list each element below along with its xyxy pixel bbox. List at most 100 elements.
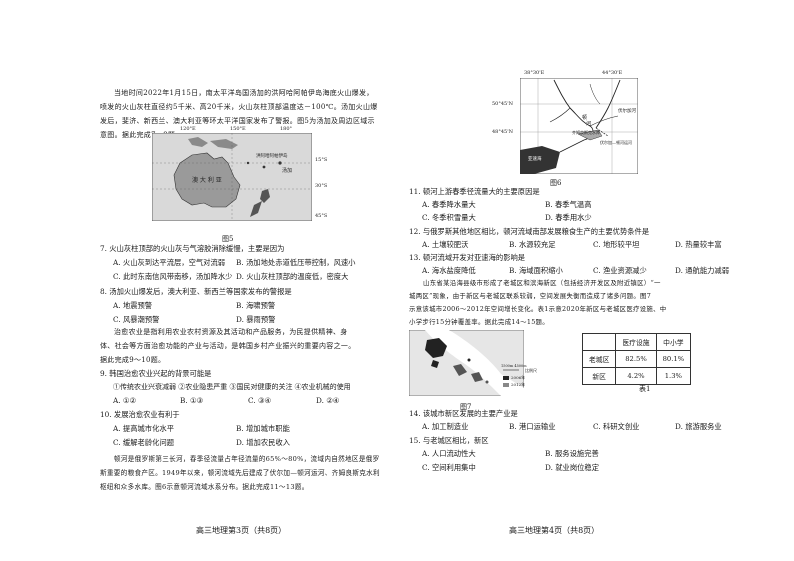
figure-7-caption: 图7: [460, 403, 472, 411]
don-label: 顿: [582, 115, 588, 121]
table-1-caption: 表1: [639, 385, 651, 393]
question-13-stem: 13. 顿河流域开发对亚速海的影响是: [409, 253, 526, 262]
q13-option-d: D. 通航能力减弱: [675, 266, 730, 275]
q10-option-b: B. 增加城市职能: [236, 424, 290, 433]
q9-option-c: C. ③④: [248, 396, 272, 405]
table-row: 新区 4.2% 1.3%: [581, 367, 692, 385]
question-15-stem: 15. 与老城区相比，新区: [409, 436, 489, 445]
table-header-empty: [581, 333, 617, 351]
sea-label: 亚速海: [528, 157, 542, 162]
page-4-footer: 高三地理第4页（共8页）: [509, 526, 600, 535]
lat-label-48n: 48°45'N: [492, 129, 513, 135]
q9-items: ①传统农业兴衰减弱 ②农业隐患严重 ③国民对健康的关注 ④农业机械的使用: [113, 383, 351, 391]
q15-option-c: C. 空间利用集中: [422, 463, 476, 472]
question-14-stem: 14. 该城市新区发展的主要产业是: [409, 409, 518, 418]
q7-option-d: D. 火山灰柱顶部的温度低，密度大: [236, 272, 349, 281]
figure-5-map: 120°E 150°E 180° 15°S 30°S 45°S 澳 大 利 亚 …: [151, 126, 327, 222]
scale-label: 比例尺: [525, 368, 537, 373]
lat-label-30s: 30°S: [315, 183, 328, 189]
q7-option-c: C. 此时东南信风带南移，汤加降水少: [113, 272, 233, 281]
coverage-table: 医疗设施 中小学 老城区 82.5% 80.1% 新区 4.2% 1.3%: [581, 333, 692, 385]
lat-label-15s: 15°S: [315, 157, 328, 163]
q14-option-c: C. 科研文创业: [593, 422, 640, 431]
q15-option-d: D. 就业岗位稳定: [545, 463, 600, 472]
page-3-footer: 高三地理第3页（共8页）: [196, 526, 287, 535]
don-river-map: [519, 77, 639, 175]
q9-option-d: D. ②④: [316, 396, 340, 405]
table-header-school: 中小学: [655, 333, 692, 351]
q14-option-d: D. 旅游服务业: [675, 422, 722, 431]
q11-option-d: D. 春季用水少: [545, 213, 592, 222]
tonga-map: [151, 132, 313, 222]
volga-label: 伏尔加河: [618, 109, 636, 114]
q9-option-a: A. ①②: [113, 396, 136, 405]
q7-option-a: A. 火山灰到达平流层，空气对流弱: [113, 258, 226, 267]
australia-label: 澳 大 利 亚: [192, 177, 222, 184]
q11-option-c: C. 冬季积雪量大: [422, 213, 476, 222]
table-1: 医疗设施 中小学 老城区 82.5% 80.1% 新区 4.2% 1.3%: [581, 333, 692, 385]
figure-5-caption: 图5: [222, 235, 234, 243]
q10-option-a: A. 提高城市化水平: [113, 424, 174, 433]
q14-option-a: A. 加工制造业: [422, 422, 469, 431]
q15-option-b: B. 服务设施完善: [545, 449, 599, 458]
table-cell: 老城区: [581, 350, 617, 368]
legend-2006: 2006年: [511, 375, 526, 380]
q12-option-b: B. 水源较充足: [509, 240, 556, 249]
table-cell: 80.1%: [655, 350, 692, 368]
reservoir-label: 齐姆良斯克水库: [572, 130, 600, 135]
tonga-island-label: 洪阿哈阿帕伊岛: [256, 154, 288, 159]
canal-label: 伏尔加—顿河运河: [600, 140, 632, 145]
table-cell: 4.2%: [615, 367, 657, 385]
q8-option-c: C. 风暴潮预警: [113, 315, 160, 324]
q12-option-c: C. 地形较平坦: [593, 240, 640, 249]
table-cell: 82.5%: [615, 350, 657, 368]
right-page: 38°30'E 44°30'E 50°45'N 48°45'N 齐姆良斯克水库 …: [397, 0, 794, 561]
lat-label-45s: 45°S: [315, 213, 328, 219]
table-row: 老城区 82.5% 80.1%: [581, 350, 692, 368]
question-8-stem: 8. 汤加火山爆发后，澳大利亚、新西兰等国家发布的警报是: [100, 287, 292, 296]
table-cell: 新区: [581, 367, 617, 385]
question-9-stem: 9. 韩国治愈农业兴起的背景可能是: [100, 369, 212, 378]
q11-option-b: B. 春季气温高: [545, 200, 592, 209]
intro-paragraph: 当地时间2022年1月15日，南太平洋岛国汤加的洪阿哈阿帕伊岛海底火山爆发， 喷…: [100, 89, 378, 139]
lon-label-150: 150°E: [230, 126, 246, 132]
table-header-row: 医疗设施 中小学: [581, 333, 692, 351]
question-12-stem: 12. 与俄罗斯其他地区相比，顿河流域南部发展粮食生产的主要优势条件是: [409, 227, 650, 236]
he-label: 河: [586, 121, 592, 127]
q12-option-a: A. 土壤较肥沃: [422, 240, 469, 249]
lon-label-44e: 44°30'E: [602, 70, 623, 76]
q7-option-b: B. 汤加地处赤道低压带控制，风速小: [236, 258, 356, 267]
q15-option-a: A. 人口流动性大: [422, 449, 476, 458]
tonga-label: 汤加: [282, 168, 293, 174]
intro-4-paragraph: 山东省某沿海县级市形成了老城区和滨海新区（包括经济开发区及附近镇区）“一 城两区…: [409, 279, 667, 326]
lon-label-38e: 38°30'E: [524, 70, 545, 76]
q11-option-a: A. 春季降水量大: [422, 200, 476, 209]
legend-2012: 2012年: [511, 382, 526, 387]
left-page: 当地时间2022年1月15日，南太平洋岛国汤加的洪阿哈阿帕伊岛海底火山爆发， 喷…: [100, 89, 380, 535]
q13-option-b: B. 海域面积缩小: [509, 266, 563, 275]
figure-6-caption: 图6: [550, 179, 562, 187]
q8-option-a: A. 地震预警: [113, 301, 153, 310]
q9-option-b: B. ①③: [180, 396, 204, 405]
q12-option-d: D. 热量较丰富: [675, 240, 722, 249]
intro-3-paragraph: 顿河是俄罗斯第三长河，春季径流量占年径流量的65%～80%，流域内自然地区是俄罗…: [100, 455, 380, 491]
question-11-stem: 11. 顿河上游春季径流量大的主要原因是: [409, 187, 540, 196]
q10-option-d: D. 增加农民收入: [236, 438, 291, 447]
q8-option-b: B. 海啸预警: [236, 301, 276, 310]
city-growth-map: [408, 329, 525, 397]
q13-option-a: A. 海水盐度降低: [422, 266, 476, 275]
q14-option-b: B. 港口运输业: [509, 422, 556, 431]
intro-2-paragraph: 治愈农业是指利用农业农村资源及其活动和产品服务，为民提供精神、身 体、社会等方面…: [100, 328, 356, 364]
q10-option-c: C. 缓解老龄化问题: [113, 438, 175, 447]
lon-label-120: 120°E: [180, 126, 196, 132]
table-cell: 1.3%: [655, 367, 692, 385]
q13-option-c: C. 渔业资源减少: [593, 266, 647, 275]
table-header-medical: 医疗设施: [615, 333, 657, 351]
lon-label-180: 180°: [280, 126, 293, 132]
figure-7-map: 1500m 4500m 比例尺 2006年 2012年: [408, 329, 537, 397]
question-10-stem: 10. 发展治愈农业有利于: [100, 410, 180, 419]
question-7-stem: 7. 火山灰柱顶部的火山灰与气溶胶消除缓慢，主要是因为: [100, 244, 285, 253]
q8-option-d: D. 暴雨预警: [236, 315, 276, 324]
lat-label-50n: 50°45'N: [492, 101, 513, 107]
figure-6-map: 38°30'E 44°30'E 50°45'N 48°45'N 齐姆良斯克水库 …: [492, 70, 639, 175]
